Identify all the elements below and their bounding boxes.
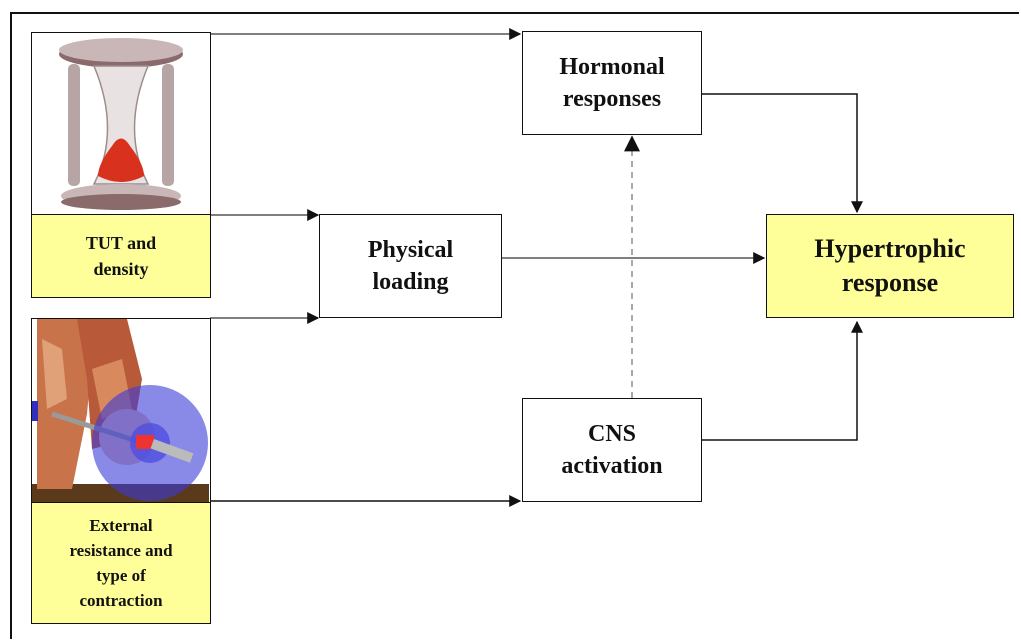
diagram-frame [10,12,1019,639]
resistance-label-line3: type of [96,566,146,585]
muscle-barbell-illustration [32,319,209,502]
physical-loading-line2: loading [372,269,449,295]
cns-line2: activation [561,453,663,479]
arrow-hormonal-to-hypertrophic [701,93,863,214]
muscle-image-box [31,318,211,504]
tut-density-label-box: TUT and density [31,214,211,298]
physical-loading-node: Physical loading [319,214,502,318]
cns-line1: CNS [587,421,636,447]
cns-activation-node: CNS activation [522,398,702,502]
resistance-label-box: External resistance and type of contract… [31,502,211,624]
hourglass-image-box [31,32,211,215]
hourglass-icon [59,38,183,210]
resistance-label-line4: contraction [79,591,163,610]
hypertrophic-response-node: Hypertrophic response [766,214,1014,318]
resistance-label-line2: resistance and [69,541,173,560]
hypertrophic-line2: response [841,268,939,297]
hormonal-responses-node: Hormonal responses [522,31,702,135]
tut-label-line1: TUT and [85,233,157,253]
arrow-cns-to-hypertrophic [701,320,863,441]
resistance-label-line1: External [89,516,153,535]
hormonal-line1: Hormonal [559,54,665,80]
physical-loading-line1: Physical [367,237,454,263]
tut-label-line2: density [93,259,149,279]
hormonal-line2: responses [562,86,662,112]
hypertrophic-line1: Hypertrophic [814,234,966,263]
